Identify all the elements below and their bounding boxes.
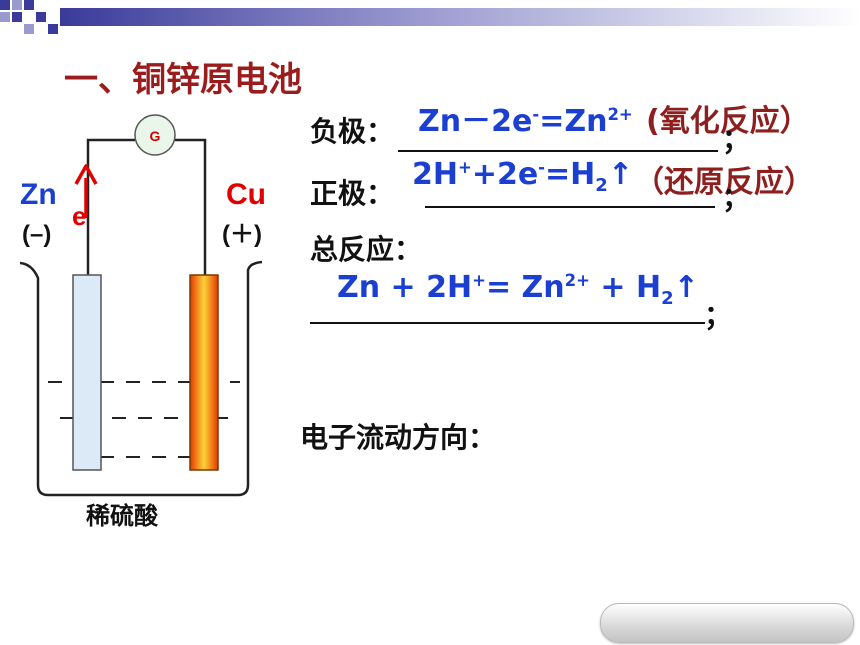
galvanometer: G bbox=[134, 114, 176, 156]
zn-sign: (–) bbox=[22, 221, 51, 248]
negative-label: 负极： bbox=[310, 115, 395, 148]
positive-end: ； bbox=[722, 181, 751, 214]
beaker bbox=[19, 260, 263, 497]
negative-equation: Zn－2e-=Zn2+ bbox=[418, 104, 633, 139]
cu-sign: (＋) bbox=[222, 221, 262, 248]
zinc-electrode bbox=[72, 274, 102, 471]
total-equation: Zn + 2H+= Zn2+ + H2↑ bbox=[337, 270, 699, 309]
cell-diagram: G e Zn (–) Cu (＋) 稀硫酸 bbox=[19, 114, 266, 530]
positive-reaction-type: （还原反应） bbox=[634, 165, 814, 200]
total-end: ； bbox=[704, 299, 733, 332]
electron-flow-label: 电子流动方向： bbox=[300, 421, 497, 454]
negative-reaction-type: (氧化反应） bbox=[646, 104, 810, 139]
total-blank bbox=[310, 322, 705, 324]
negative-end: ； bbox=[722, 123, 751, 156]
electron-label: e bbox=[72, 201, 86, 231]
electron-arrow: e bbox=[72, 164, 98, 231]
total-label: 总反应： bbox=[310, 233, 423, 266]
positive-equation: 2H++2e-=H2↑ bbox=[412, 157, 633, 196]
positive-blank bbox=[425, 206, 715, 208]
slide-title: 一、铜锌原电池 bbox=[64, 60, 302, 100]
zn-label: Zn bbox=[20, 178, 57, 211]
slide-nav-button[interactable] bbox=[600, 603, 854, 643]
cu-label: Cu bbox=[226, 178, 266, 211]
copper-electrode bbox=[189, 274, 219, 471]
positive-label: 正极： bbox=[310, 177, 395, 210]
galvanometer-label: G bbox=[150, 128, 161, 144]
wire bbox=[86, 138, 207, 275]
solution-label: 稀硫酸 bbox=[86, 502, 159, 530]
header-decoration bbox=[0, 0, 860, 34]
negative-blank bbox=[398, 150, 718, 152]
